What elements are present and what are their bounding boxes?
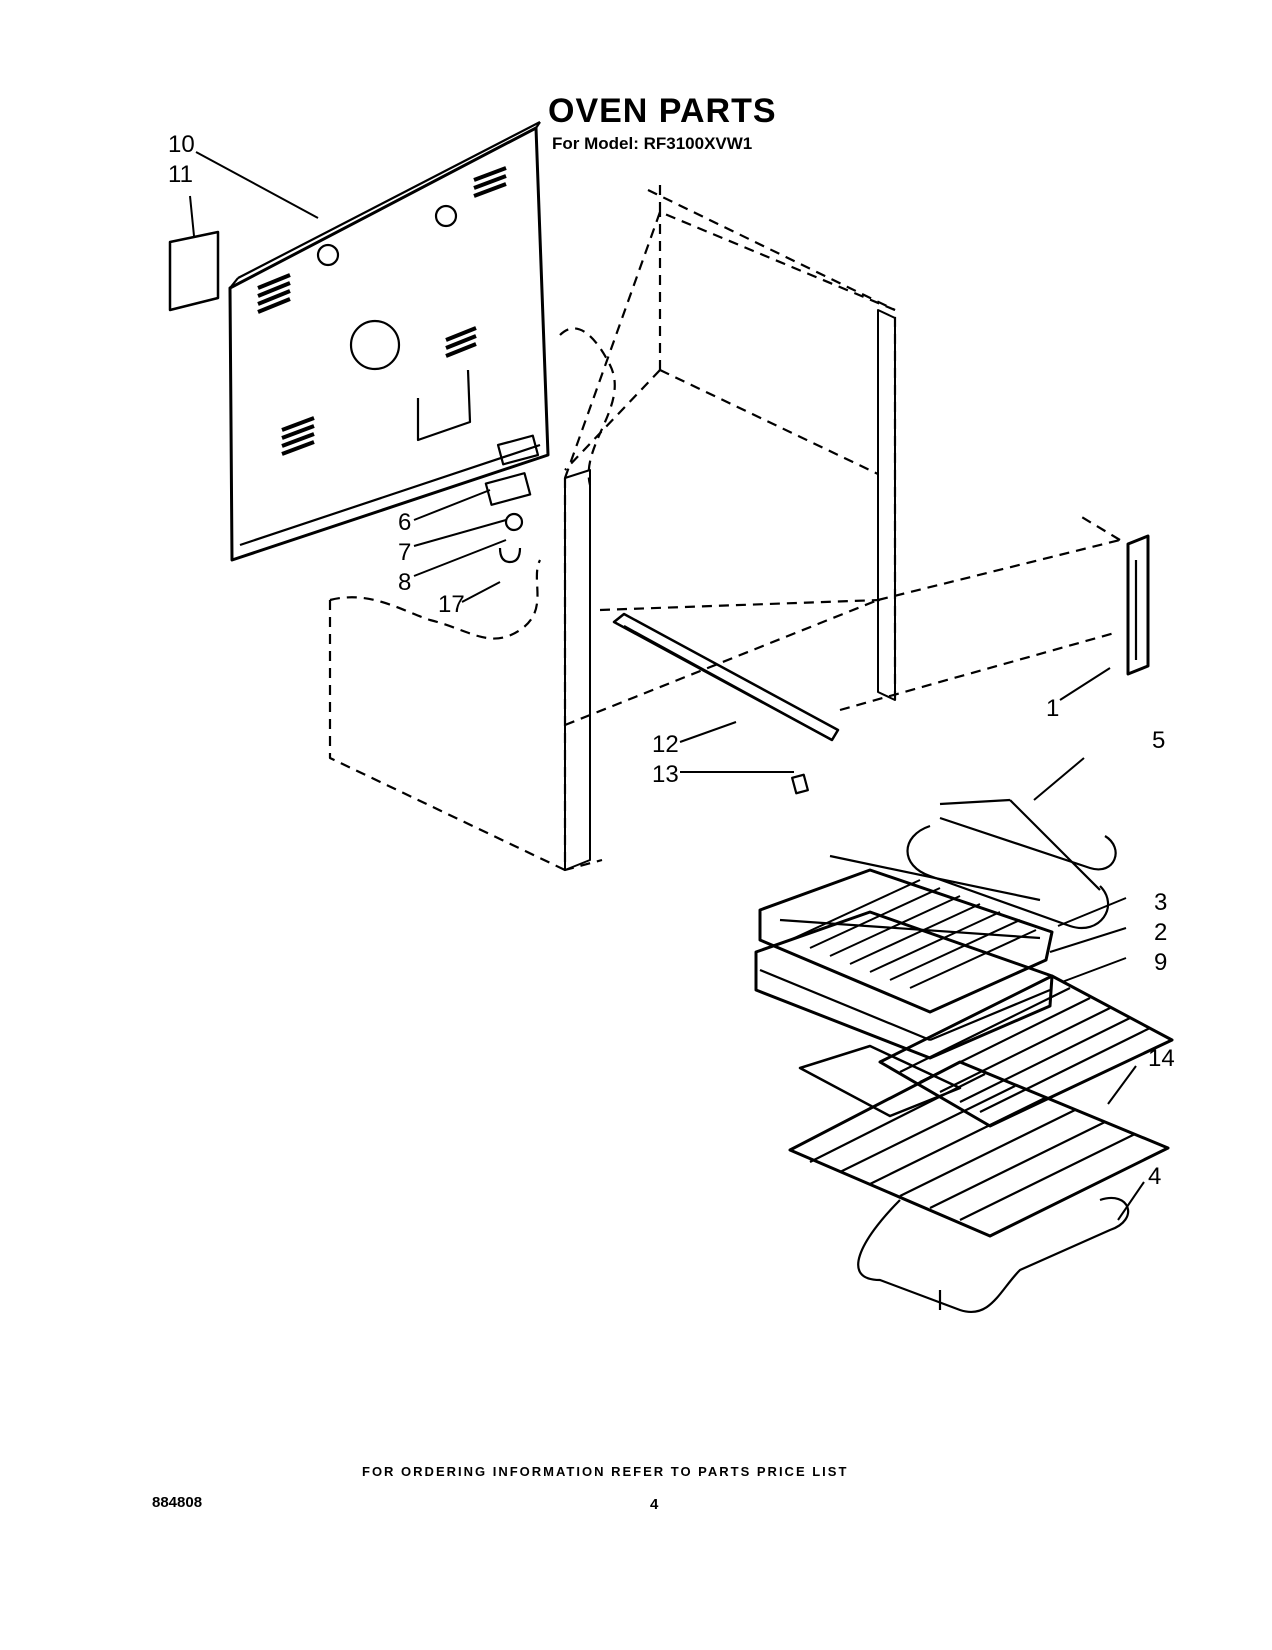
- page-number: 4: [650, 1496, 659, 1513]
- callout-labels: 10 11 6 7 8 17 1 5 12 13 3 2 9 14 4: [168, 131, 1175, 1190]
- oven-cavity-outline: [328, 180, 1121, 872]
- model-subtitle: For Model: RF3100XVW1: [552, 134, 753, 153]
- callout-4: 4: [1148, 1163, 1161, 1190]
- callout-13: 13: [652, 761, 679, 788]
- callout-6: 6: [398, 509, 411, 536]
- thermostat-switch-parts: [484, 434, 540, 564]
- oven-back-panel: [228, 121, 550, 562]
- callout-12: 12: [652, 731, 679, 758]
- rail-clip: [791, 773, 809, 795]
- oven-side-frame: [564, 309, 896, 871]
- callout-14: 14: [1148, 1045, 1175, 1072]
- oven-side-trim: [1126, 534, 1150, 676]
- broiler-pan: [754, 910, 1054, 1060]
- callout-10: 10: [168, 131, 195, 158]
- back-panel-cover-plate: [168, 230, 220, 312]
- callout-17: 17: [438, 591, 465, 618]
- page-title: OVEN PARTS: [548, 92, 777, 130]
- callout-3: 3: [1154, 889, 1167, 916]
- callout-11: 11: [168, 161, 193, 188]
- oven-rack-lower: [788, 1044, 1170, 1238]
- callout-1: 1: [1046, 695, 1059, 722]
- callout-2: 2: [1154, 919, 1167, 946]
- document-number: 884808: [152, 1494, 203, 1511]
- callout-9: 9: [1154, 949, 1167, 976]
- ordering-note: FOR ORDERING INFORMATION REFER TO PARTS …: [362, 1464, 849, 1479]
- callout-8: 8: [398, 569, 411, 596]
- callout-7: 7: [398, 539, 411, 566]
- broiler-pan-insert: [758, 868, 1054, 1014]
- broil-element: [829, 798, 1117, 929]
- callout-leader-lines: [189, 151, 1145, 1221]
- bake-element: [857, 1197, 1130, 1313]
- oven-rail: [612, 612, 840, 742]
- callout-5: 5: [1152, 727, 1165, 754]
